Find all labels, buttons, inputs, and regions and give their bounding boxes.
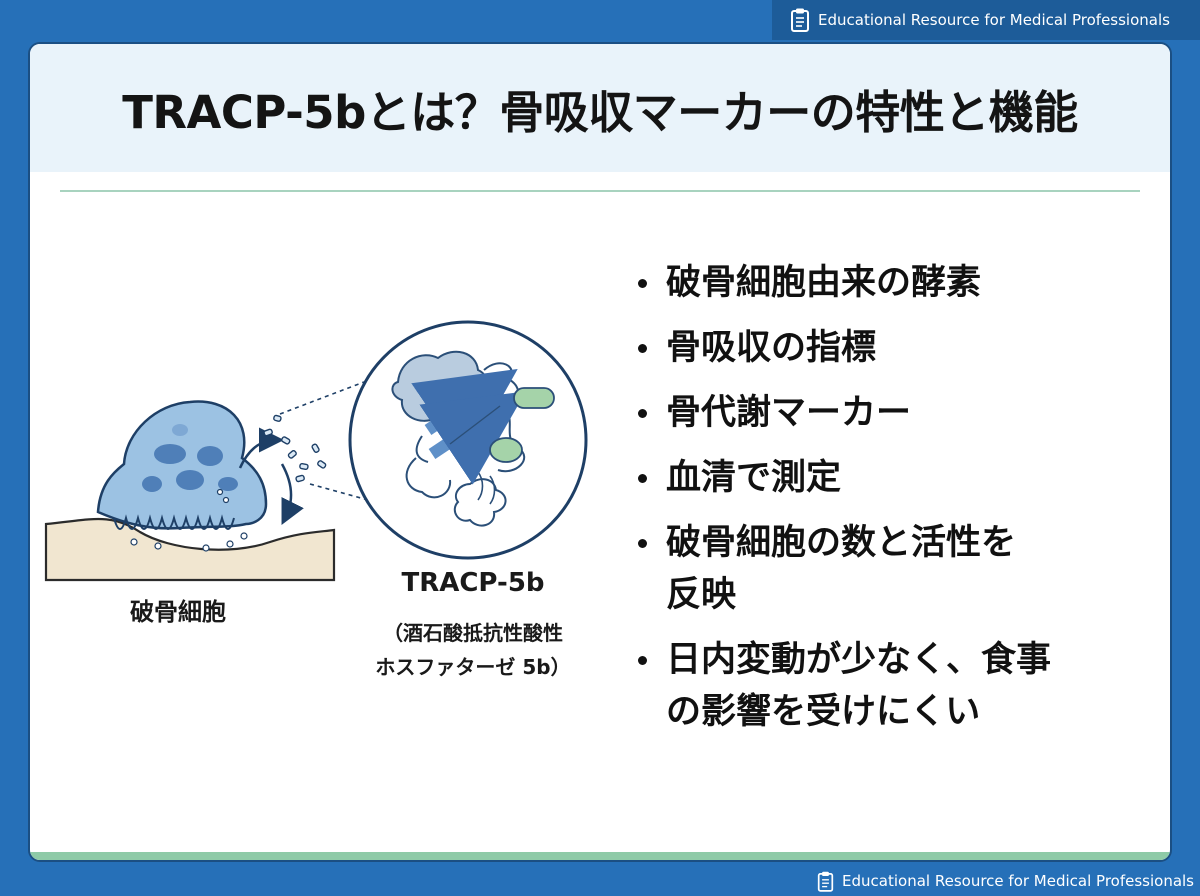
nucleus xyxy=(142,476,162,492)
badge-top-text: Educational Resource for Medical Profess… xyxy=(818,11,1170,29)
beta-sheet xyxy=(489,437,523,463)
slide-card: TRACP-5bとは？骨吸収マーカーの特性と機能 xyxy=(28,42,1172,862)
osteoclast-illustration xyxy=(44,320,588,582)
divider xyxy=(60,190,1140,192)
ruffled-border xyxy=(113,514,235,530)
clipboard-icon xyxy=(817,871,834,892)
page-title: TRACP-5bとは？骨吸収マーカーの特性と機能 xyxy=(122,85,1078,139)
nucleus xyxy=(176,470,204,490)
bullet-icon xyxy=(638,474,647,483)
enzyme-full-name-line: ホスファターゼ 5b） xyxy=(375,655,571,679)
list-item: 破骨細胞の数と活性を反映 xyxy=(632,514,1152,624)
list-item: 骨代謝マーカー xyxy=(632,384,1152,442)
list-item: 日内変動が少なく、食事の影響を受けにくい xyxy=(632,631,1152,741)
nucleus xyxy=(197,446,223,466)
nucleus xyxy=(172,424,188,436)
nucleus xyxy=(154,444,186,464)
list-item: 骨吸収の指標 xyxy=(632,319,1152,377)
osteoclast-label: 破骨細胞 xyxy=(130,598,226,626)
clipboard-icon xyxy=(791,8,809,32)
beta-sheet xyxy=(513,387,555,409)
enzyme-name: TRACP-5b xyxy=(401,568,545,598)
badge-bottom: Educational Resource for Medical Profess… xyxy=(817,866,1194,896)
released-particles xyxy=(263,414,327,483)
enzyme-structure xyxy=(391,350,555,527)
feature-list: 破骨細胞由来の酵素 骨吸収の指標 骨代謝マーカー 血清で測定 破骨細胞の数と活性… xyxy=(632,254,1152,748)
list-item: 破骨細胞由来の酵素 xyxy=(632,254,1152,312)
nucleus xyxy=(218,477,238,491)
list-item: 血清で測定 xyxy=(632,449,1152,507)
badge-bottom-text: Educational Resource for Medical Profess… xyxy=(842,872,1194,890)
bullet-icon xyxy=(638,656,647,665)
bottom-accent-band xyxy=(30,852,1170,860)
bullet-icon xyxy=(638,344,647,353)
bullet-icon xyxy=(638,409,647,418)
enzyme-full-name: （酒石酸抵抗性酸性 ホスファターゼ 5b） xyxy=(330,616,616,684)
bullet-icon xyxy=(638,539,647,548)
title-band xyxy=(30,44,1170,172)
bullet-icon xyxy=(638,279,647,288)
badge-top: Educational Resource for Medical Profess… xyxy=(772,0,1200,40)
enzyme-full-name-line: （酒石酸抵抗性酸性 xyxy=(383,621,563,645)
